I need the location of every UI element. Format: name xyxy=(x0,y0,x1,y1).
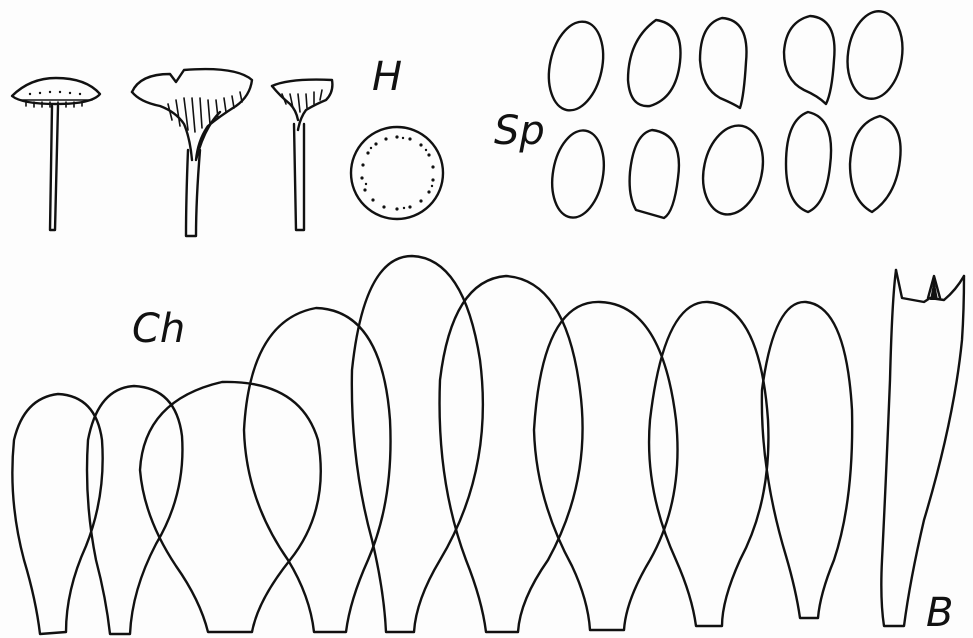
cap-top-view xyxy=(351,127,443,219)
spore xyxy=(786,112,831,212)
basidium xyxy=(881,270,964,626)
spore xyxy=(850,116,901,212)
cystidium xyxy=(534,302,678,630)
spore xyxy=(700,18,747,108)
spore xyxy=(695,120,770,220)
spore xyxy=(541,17,611,116)
spore xyxy=(784,16,835,104)
spores-group xyxy=(541,8,908,222)
cystidium xyxy=(762,302,852,618)
cystidium xyxy=(140,382,321,632)
label-spores: Sp xyxy=(494,108,545,154)
label-habit: H xyxy=(372,54,402,100)
cystidium xyxy=(352,256,483,632)
cystidium xyxy=(649,302,768,626)
cystidium xyxy=(244,308,391,632)
fruitbody-large xyxy=(132,69,252,236)
label-basidium: B xyxy=(926,590,953,636)
spore xyxy=(630,130,679,218)
fruitbody-medium xyxy=(272,80,332,230)
cystidium xyxy=(87,386,182,634)
cystidium xyxy=(440,276,583,632)
fruitbody-small xyxy=(12,78,100,230)
spore xyxy=(842,8,908,103)
spore xyxy=(628,20,681,106)
label-cheilocystidia: Ch xyxy=(132,306,185,352)
spore xyxy=(546,126,611,221)
